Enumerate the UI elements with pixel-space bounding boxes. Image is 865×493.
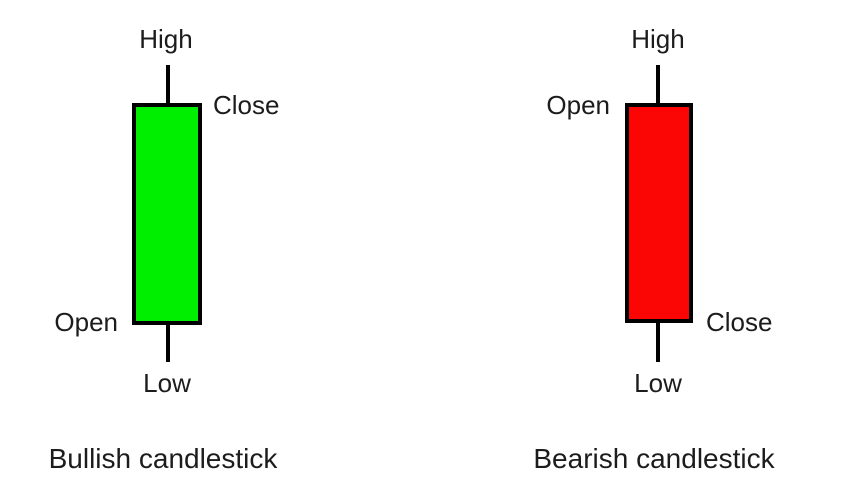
bearish-lower-wick	[656, 323, 660, 362]
bearish-low-label: Low	[634, 368, 682, 398]
bearish-close-label: Close	[706, 307, 773, 337]
bullish-caption: Bullish candlestick	[48, 443, 278, 474]
bullish-candle-body	[132, 103, 202, 325]
bearish-caption: Bearish candlestick	[533, 443, 775, 474]
bearish-candle-body	[625, 103, 693, 323]
bearish-upper-wick	[656, 65, 660, 103]
bullish-lower-wick	[166, 325, 170, 362]
bullish-open-label: Open	[54, 307, 118, 337]
bullish-upper-wick	[166, 65, 170, 103]
bullish-close-label: Close	[213, 90, 280, 120]
bearish-open-label: Open	[546, 90, 610, 120]
bullish-low-label: Low	[143, 368, 191, 398]
bearish-high-label: High	[631, 24, 685, 54]
bullish-high-label: High	[139, 24, 193, 54]
